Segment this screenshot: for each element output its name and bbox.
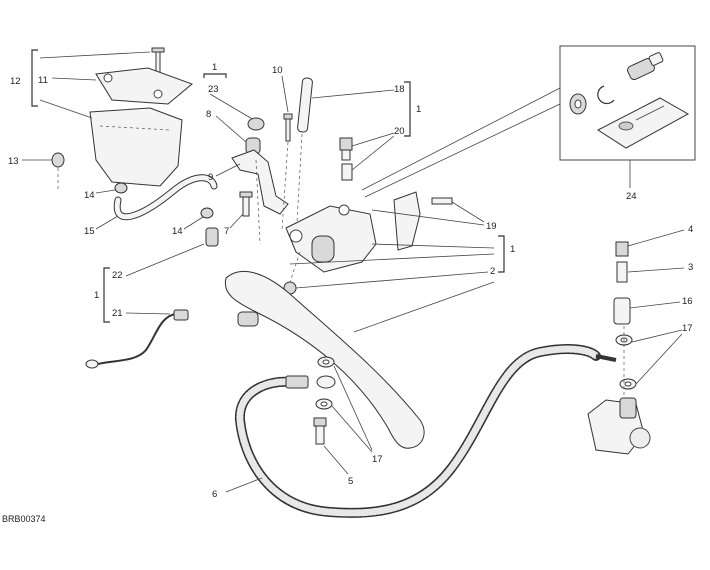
callout-15: 15 (84, 226, 95, 237)
callout-14: 14 (84, 190, 95, 201)
lever-switch (85, 243, 205, 369)
bleed-valves (339, 132, 395, 181)
callout-10: 10 (272, 65, 283, 76)
clutch-hose (225, 344, 617, 518)
callout-1-mid: 1 (510, 244, 515, 255)
callout-23: 23 (208, 84, 219, 95)
callout-19: 19 (486, 221, 497, 232)
callout-11: 11 (38, 75, 48, 86)
callout-22: 22 (112, 270, 123, 281)
callout-1-left: 1 (94, 290, 99, 301)
clutch-lever (224, 270, 495, 449)
callout-17-right: 17 (682, 323, 693, 334)
callout-13: 13 (8, 156, 19, 167)
callout-5: 5 (348, 476, 353, 487)
callout-2: 2 (490, 266, 495, 277)
master-cylinder-body (283, 191, 505, 295)
diagram-code: BRB00374 (2, 514, 46, 524)
reservoir-assembly (22, 47, 219, 247)
slave-cylinder-parts (587, 229, 685, 455)
callout-12: 12 (10, 76, 21, 87)
callout-6: 6 (212, 489, 217, 500)
callout-4: 4 (688, 224, 693, 235)
callout-17-bottom: 17 (372, 454, 383, 465)
kit-inset-box (361, 45, 696, 198)
callout-18: 18 (394, 84, 405, 95)
callout-8: 8 (206, 109, 211, 120)
callout-1-right: 1 (416, 104, 421, 115)
callout-7: 7 (224, 226, 229, 237)
screw-and-pin (281, 75, 411, 241)
callout-16: 16 (682, 296, 693, 307)
callout-20: 20 (394, 126, 405, 137)
callout-14b: 14 (172, 226, 183, 237)
callout-24: 24 (626, 191, 637, 202)
bracket-group (203, 73, 289, 245)
callout-21: 21 (112, 308, 123, 319)
callout-9: 9 (208, 172, 213, 183)
callout-3: 3 (688, 262, 693, 273)
callout-labels: 12 11 13 14 15 14 7 9 8 23 1 10 18 1 20 … (8, 62, 693, 500)
banjo-bolt-left (313, 356, 373, 475)
callout-1-top: 1 (212, 62, 217, 73)
